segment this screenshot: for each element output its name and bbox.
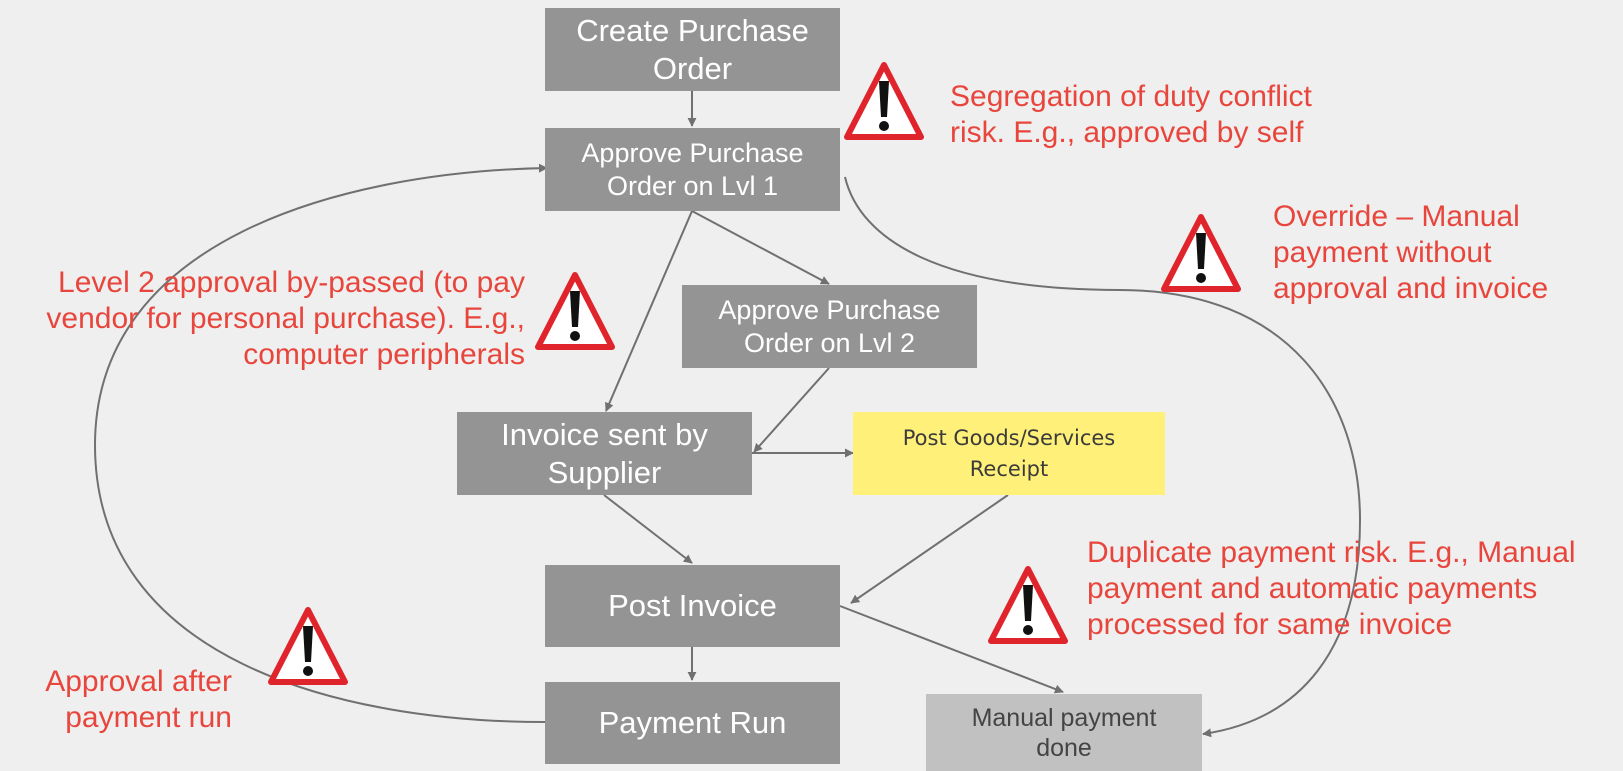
node-label: Manual payment done bbox=[971, 703, 1157, 762]
edge-invoice-to-post bbox=[603, 494, 693, 564]
node-label: Create Purchase Order bbox=[576, 13, 809, 86]
node-approve-po-lvl2: Approve Purchase Order on Lvl 2 bbox=[682, 285, 977, 368]
node-label: Payment Run bbox=[598, 705, 787, 741]
edge-goods-to-post bbox=[850, 494, 1009, 604]
edge-approve2-to-invoice bbox=[753, 367, 830, 453]
warning-triangle-icon bbox=[538, 275, 612, 347]
edge-post-to-manual bbox=[839, 605, 1064, 694]
node-label: Invoice sent by Supplier bbox=[501, 417, 708, 490]
node-invoice-sent-by-supplier: Invoice sent by Supplier bbox=[457, 412, 752, 495]
edge-payment-back-to-approve1 bbox=[93, 163, 548, 723]
node-approve-po-lvl1: Approve Purchase Order on Lvl 1 bbox=[545, 128, 840, 211]
node-label: Post Goods/Services Receipt bbox=[902, 426, 1116, 481]
warning-triangle-icon bbox=[1164, 217, 1238, 289]
node-label: Approve Purchase Order on Lvl 2 bbox=[718, 295, 941, 358]
risk-override-manual-payment: Override – Manual payment without approv… bbox=[1273, 200, 1549, 305]
node-label: Approve Purchase Order on Lvl 1 bbox=[581, 138, 804, 201]
risk-duplicate-payment: Duplicate payment risk. E.g., Manual pay… bbox=[1087, 536, 1576, 641]
warning-triangle-icon bbox=[847, 65, 921, 137]
node-manual-payment-done: Manual payment done bbox=[926, 694, 1202, 771]
risk-segregation-of-duty: Segregation of duty conflict risk. E.g.,… bbox=[950, 80, 1312, 149]
node-post-invoice: Post Invoice bbox=[545, 565, 840, 647]
risk-level2-bypassed: Level 2 approval by-passed (to pay vendo… bbox=[46, 266, 525, 371]
risk-approval-after-payment-run: Approval after payment run bbox=[45, 665, 232, 734]
node-label: Post Invoice bbox=[608, 588, 777, 624]
warning-triangle-icon bbox=[271, 610, 345, 682]
warning-triangle-icon bbox=[991, 569, 1065, 641]
edge-approve1-to-invoice bbox=[605, 210, 693, 412]
node-create-purchase-order: Create Purchase Order bbox=[545, 8, 840, 91]
edge-approve1-override-to-manual bbox=[844, 176, 1362, 738]
node-post-goods-services-receipt: Post Goods/Services Receipt bbox=[853, 412, 1165, 495]
node-payment-run: Payment Run bbox=[545, 682, 840, 764]
connectors bbox=[93, 91, 1362, 738]
edge-approve1-to-approve2 bbox=[691, 210, 830, 285]
